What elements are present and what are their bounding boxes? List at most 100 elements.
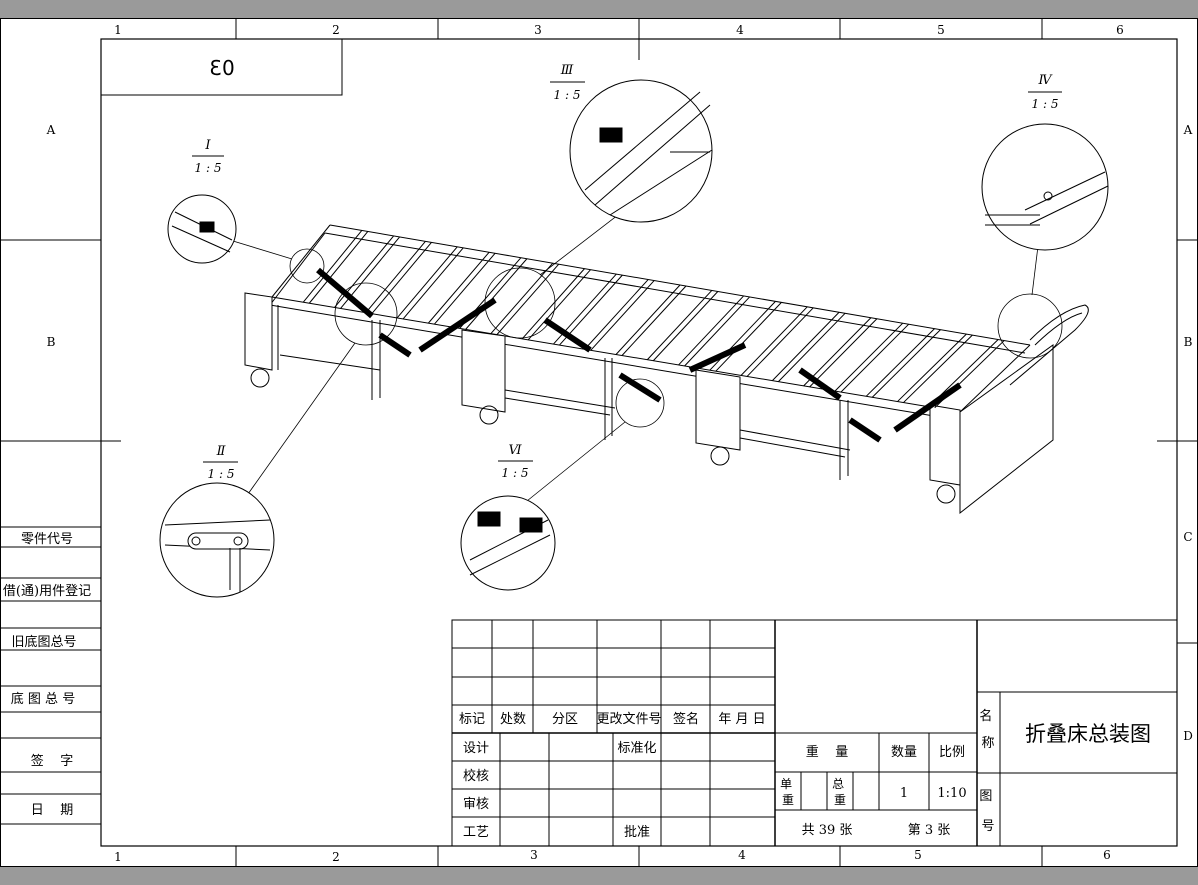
left-strip-labels: 零件代号 借(通)用件登记 旧底图总号 底 图 总 号 签 字 日 期 (3, 532, 91, 818)
unit-weight-line: 单 (780, 777, 792, 791)
rev-header-zone: 分区 (552, 712, 578, 727)
detail-label-II: Ⅱ 1 : 5 (203, 444, 238, 481)
drawing-code-box: 03 (100, 38, 343, 96)
total-sheets: 共 39 张 (802, 823, 853, 838)
bed-slat (871, 329, 941, 398)
bed-slat (615, 284, 681, 355)
bed-slat (590, 280, 655, 351)
detail-scale: 1 : 5 (195, 161, 222, 175)
total-weight-line-char: 重 (834, 793, 846, 807)
label-weight: 重 量 (806, 744, 849, 760)
label-total-weight: 总 重 (832, 777, 848, 807)
col-label: 2 (332, 23, 340, 37)
bed-slat (809, 318, 878, 388)
bed-slat (584, 279, 649, 350)
detail-scale: 1 : 5 (208, 467, 235, 481)
bed-slat (302, 230, 363, 303)
detail-scale: 1 : 5 (502, 466, 529, 480)
label-base-drawing-no: 底 图 总 号 (11, 691, 75, 707)
label-drawing-no: 图 号 (979, 789, 996, 834)
name-label-line-char: 称 (981, 736, 994, 751)
rev-header-mark: 标记 (459, 712, 485, 727)
label-scale: 比例 (939, 745, 965, 760)
bed-slat (865, 328, 935, 397)
title-block-grid (451, 619, 1178, 847)
bed-slat (427, 251, 490, 324)
bed-slat (840, 323, 910, 393)
detail-roman: Ⅰ (204, 138, 211, 153)
col-label: 1 (114, 23, 122, 37)
col-label: 3 (530, 848, 538, 862)
detail-label-IV: Ⅳ 1 : 5 (1028, 73, 1062, 111)
col-label: 6 (1103, 848, 1111, 862)
bed-slat (778, 312, 846, 383)
label-name: 名 称 (979, 708, 996, 751)
total-weight-line: 总 (832, 777, 844, 791)
scale-value: 1:10 (937, 786, 966, 801)
label-borrowed-parts: 借(通)用件登记 (3, 584, 91, 599)
col-label: 4 (736, 23, 744, 37)
col-label: 5 (914, 848, 922, 862)
label-unit-weight: 单 重 (780, 777, 796, 807)
bed-slat (746, 307, 814, 377)
row-label: C (1183, 530, 1192, 544)
folding-linkages (316, 267, 962, 443)
row-label: A (46, 123, 56, 137)
bed-slat (496, 263, 560, 335)
quantity-value: 1 (900, 786, 908, 801)
bed-slat (772, 311, 840, 381)
bed-slat (433, 252, 496, 325)
bed-slat (834, 322, 904, 392)
label-design: 设计 (463, 741, 489, 756)
bed-slat (903, 334, 973, 403)
row-label: B (47, 335, 56, 349)
col-label: 5 (937, 23, 945, 37)
col-label: 6 (1116, 23, 1124, 37)
detail-scale: 1 : 5 (554, 88, 581, 102)
detail-label-VI: Ⅵ 1 : 5 (498, 443, 533, 480)
bed-slat (715, 302, 782, 372)
bed-slat (490, 262, 554, 334)
bed-slat (465, 258, 528, 330)
bed-slat (371, 242, 432, 315)
bed-slat (684, 296, 751, 367)
label-date: 日 期 (31, 803, 74, 818)
detail-view-internals (164, 91, 1109, 592)
detail-scale: 1 : 5 (1032, 97, 1059, 111)
row-label: B (1184, 335, 1193, 349)
detail-view-bubbles (159, 79, 1109, 598)
col-label: 2 (332, 850, 340, 864)
label-review: 审核 (463, 797, 489, 812)
row-label: A (1183, 123, 1193, 137)
row-label: D (1183, 729, 1193, 743)
label-approve: 批准 (624, 825, 650, 840)
drawing-code-mirrored: 03 (209, 56, 234, 80)
label-quantity: 数量 (891, 745, 917, 760)
title-block-text: 标记 处数 分区 更改文件号 签名 年 月 日 设计 标准化 校核 审核 工艺 … (459, 708, 1151, 840)
rev-header-date: 年 月 日 (718, 712, 765, 727)
bed-slat (527, 269, 591, 341)
detail-callout-circles (289, 248, 1063, 428)
rev-header-change-doc: 更改文件号 (596, 712, 661, 727)
bed-slat (740, 306, 808, 376)
left-strip-grid (0, 526, 101, 825)
drawing-no-label-line-char: 号 (981, 819, 994, 834)
leader-lines (232, 197, 1039, 506)
rev-header-signature: 签名 (673, 711, 699, 727)
detail-roman: Ⅲ (560, 63, 574, 78)
bed-slat (402, 247, 464, 320)
sheet-number: 第 3 张 (908, 823, 951, 838)
col-label: 4 (738, 848, 746, 862)
bed-slat (521, 268, 585, 340)
detail-view-labels: Ⅰ 1 : 5 Ⅱ 1 : 5 Ⅲ 1 : 5 Ⅳ 1 : 5 Ⅵ 1 : 5 (192, 63, 1062, 481)
rev-header-count: 处数 (500, 712, 526, 727)
label-old-base-drawing-no: 旧底图总号 (11, 634, 76, 650)
bed-slat (652, 291, 719, 362)
bed-slat (678, 295, 745, 366)
name-label-line: 名 (979, 708, 992, 724)
label-part-code: 零件代号 (21, 532, 73, 547)
bed-slat (308, 231, 369, 304)
detail-label-I: Ⅰ 1 : 5 (192, 138, 224, 175)
col-label: 1 (114, 850, 122, 864)
